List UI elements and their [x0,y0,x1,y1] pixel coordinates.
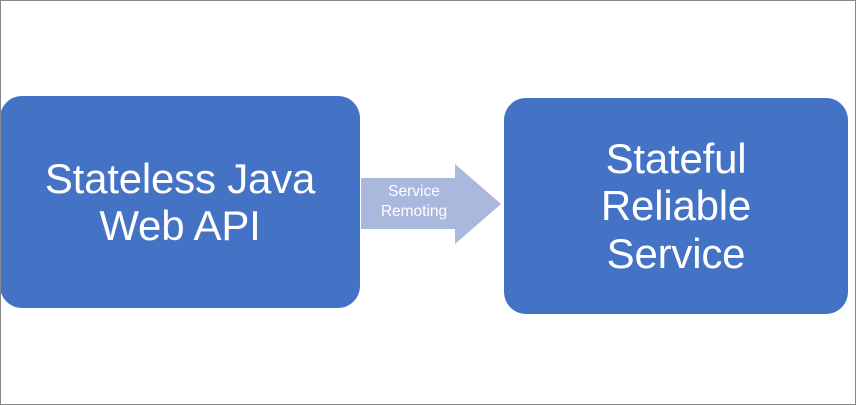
connector-service-remoting-label: Service Remoting [380,183,448,220]
node-stateful-reliable-service-label: Stateful Reliable Service [600,135,752,277]
connector-service-remoting[interactable]: Service Remoting [360,163,502,245]
node-stateless-java-web-api-label: Stateless Java Web API [44,154,316,249]
block-arrow-icon [361,164,501,244]
node-stateless-java-web-api[interactable]: Stateless Java Web API [1,96,360,308]
node-stateful-reliable-service[interactable]: Stateful Reliable Service [504,98,848,314]
